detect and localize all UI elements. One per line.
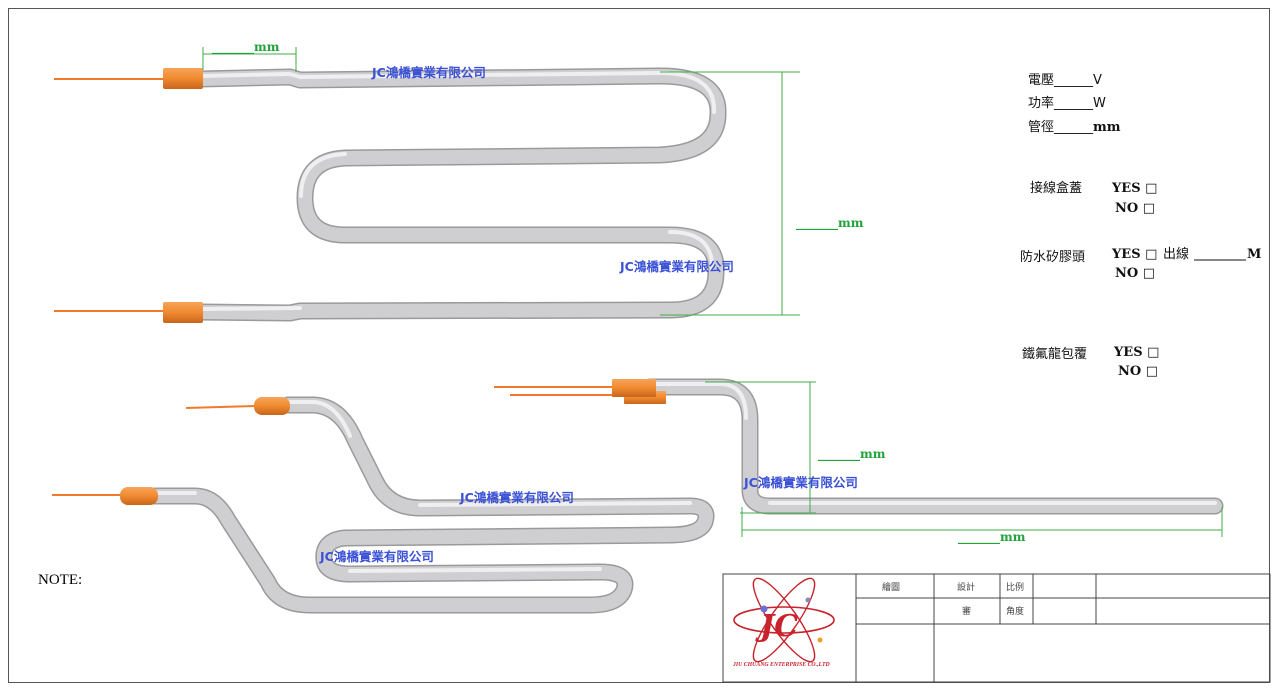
svg-text:出線: 出線 <box>1163 246 1189 262</box>
terminal-sleeve <box>120 487 158 505</box>
svg-text:接線盒蓋: 接線盒蓋 <box>1030 180 1082 196</box>
label-design: 設計 <box>957 581 975 593</box>
svg-text:YES □: YES □ <box>1113 345 1159 360</box>
heater-serpentine-bottom <box>52 396 715 614</box>
svg-text:防水矽膠頭: 防水矽膠頭 <box>1020 249 1085 265</box>
label-angle: 角度 <box>1006 605 1024 617</box>
option-junction-cover: 接線盒蓋 YES □ NO □ <box>1030 180 1157 216</box>
company-label: JC鴻橋實業有限公司 <box>743 475 858 490</box>
heater-tube <box>148 398 713 612</box>
terminal-sleeve <box>163 302 203 323</box>
drawing-frame <box>8 8 1270 683</box>
heater-tube <box>643 380 1222 513</box>
company-label: JC鴻橋實業有限公司 <box>459 490 574 505</box>
title-block: 繪圖 設計 比例 審 角度 JC JIU CHUANG ENTERPRISE C… <box>722 573 1271 683</box>
svg-text:M: M <box>1247 247 1261 262</box>
label-drawn-by: 繪圖 <box>882 581 900 593</box>
svg-text:_______mm: _______mm <box>958 530 1026 545</box>
svg-text:NO □: NO □ <box>1115 201 1155 216</box>
company-logo: JC JIU CHUANG ENTERPRISE CO.,LTD <box>732 577 835 668</box>
option-teflon: 鐵氟龍包覆 YES □ NO □ <box>1022 345 1159 379</box>
company-label: JC鴻橋實業有限公司 <box>371 65 486 80</box>
option-waterproof: 防水矽膠頭 YES □ 出線 M NO □ <box>1020 246 1261 281</box>
heater-l-shape <box>494 378 1224 515</box>
spec-voltage: 電壓______V <box>1028 73 1102 88</box>
svg-text:YES □: YES □ <box>1111 181 1157 196</box>
svg-text:_______mm: _______mm <box>796 216 864 231</box>
logo-company: JIU CHUANG ENTERPRISE CO.,LTD <box>732 662 830 668</box>
dimension-top-length: _______mm <box>202 40 297 72</box>
label-scale: 比例 <box>1006 581 1024 593</box>
dimension-l-length: _______mm <box>741 507 1223 545</box>
svg-text:NO □: NO □ <box>1115 266 1155 281</box>
spec-power: 功率______W <box>1028 95 1106 111</box>
svg-text:_______mm: _______mm <box>818 447 886 462</box>
svg-text:NO □: NO □ <box>1118 364 1158 379</box>
svg-text:鐵氟龍包覆: 鐵氟龍包覆 <box>1022 346 1087 362</box>
company-label: JC鴻橋實業有限公司 <box>619 259 734 274</box>
label-check: 審 <box>962 605 971 617</box>
dimension-l-height: _______mm <box>705 381 886 514</box>
terminal-sleeve <box>612 379 656 397</box>
lead-wire <box>185 405 257 409</box>
dimension-top-height: _______mm <box>660 71 864 316</box>
note-label: NOTE: <box>38 572 82 588</box>
logo-letters: JC <box>755 609 798 644</box>
company-label: JC鴻橋實業有限公司 <box>319 549 434 564</box>
spec-diameter: 管徑______mm <box>1028 120 1121 135</box>
terminal-sleeve <box>254 397 290 415</box>
svg-text:YES □: YES □ <box>1111 247 1157 262</box>
svg-text:_______mm: _______mm <box>212 40 280 55</box>
heater-serpentine-top <box>54 67 727 323</box>
terminal-sleeve <box>163 68 203 89</box>
spec-block: 電壓______V 功率______W 管徑______mm <box>1028 73 1121 135</box>
heater-tube <box>193 69 726 320</box>
